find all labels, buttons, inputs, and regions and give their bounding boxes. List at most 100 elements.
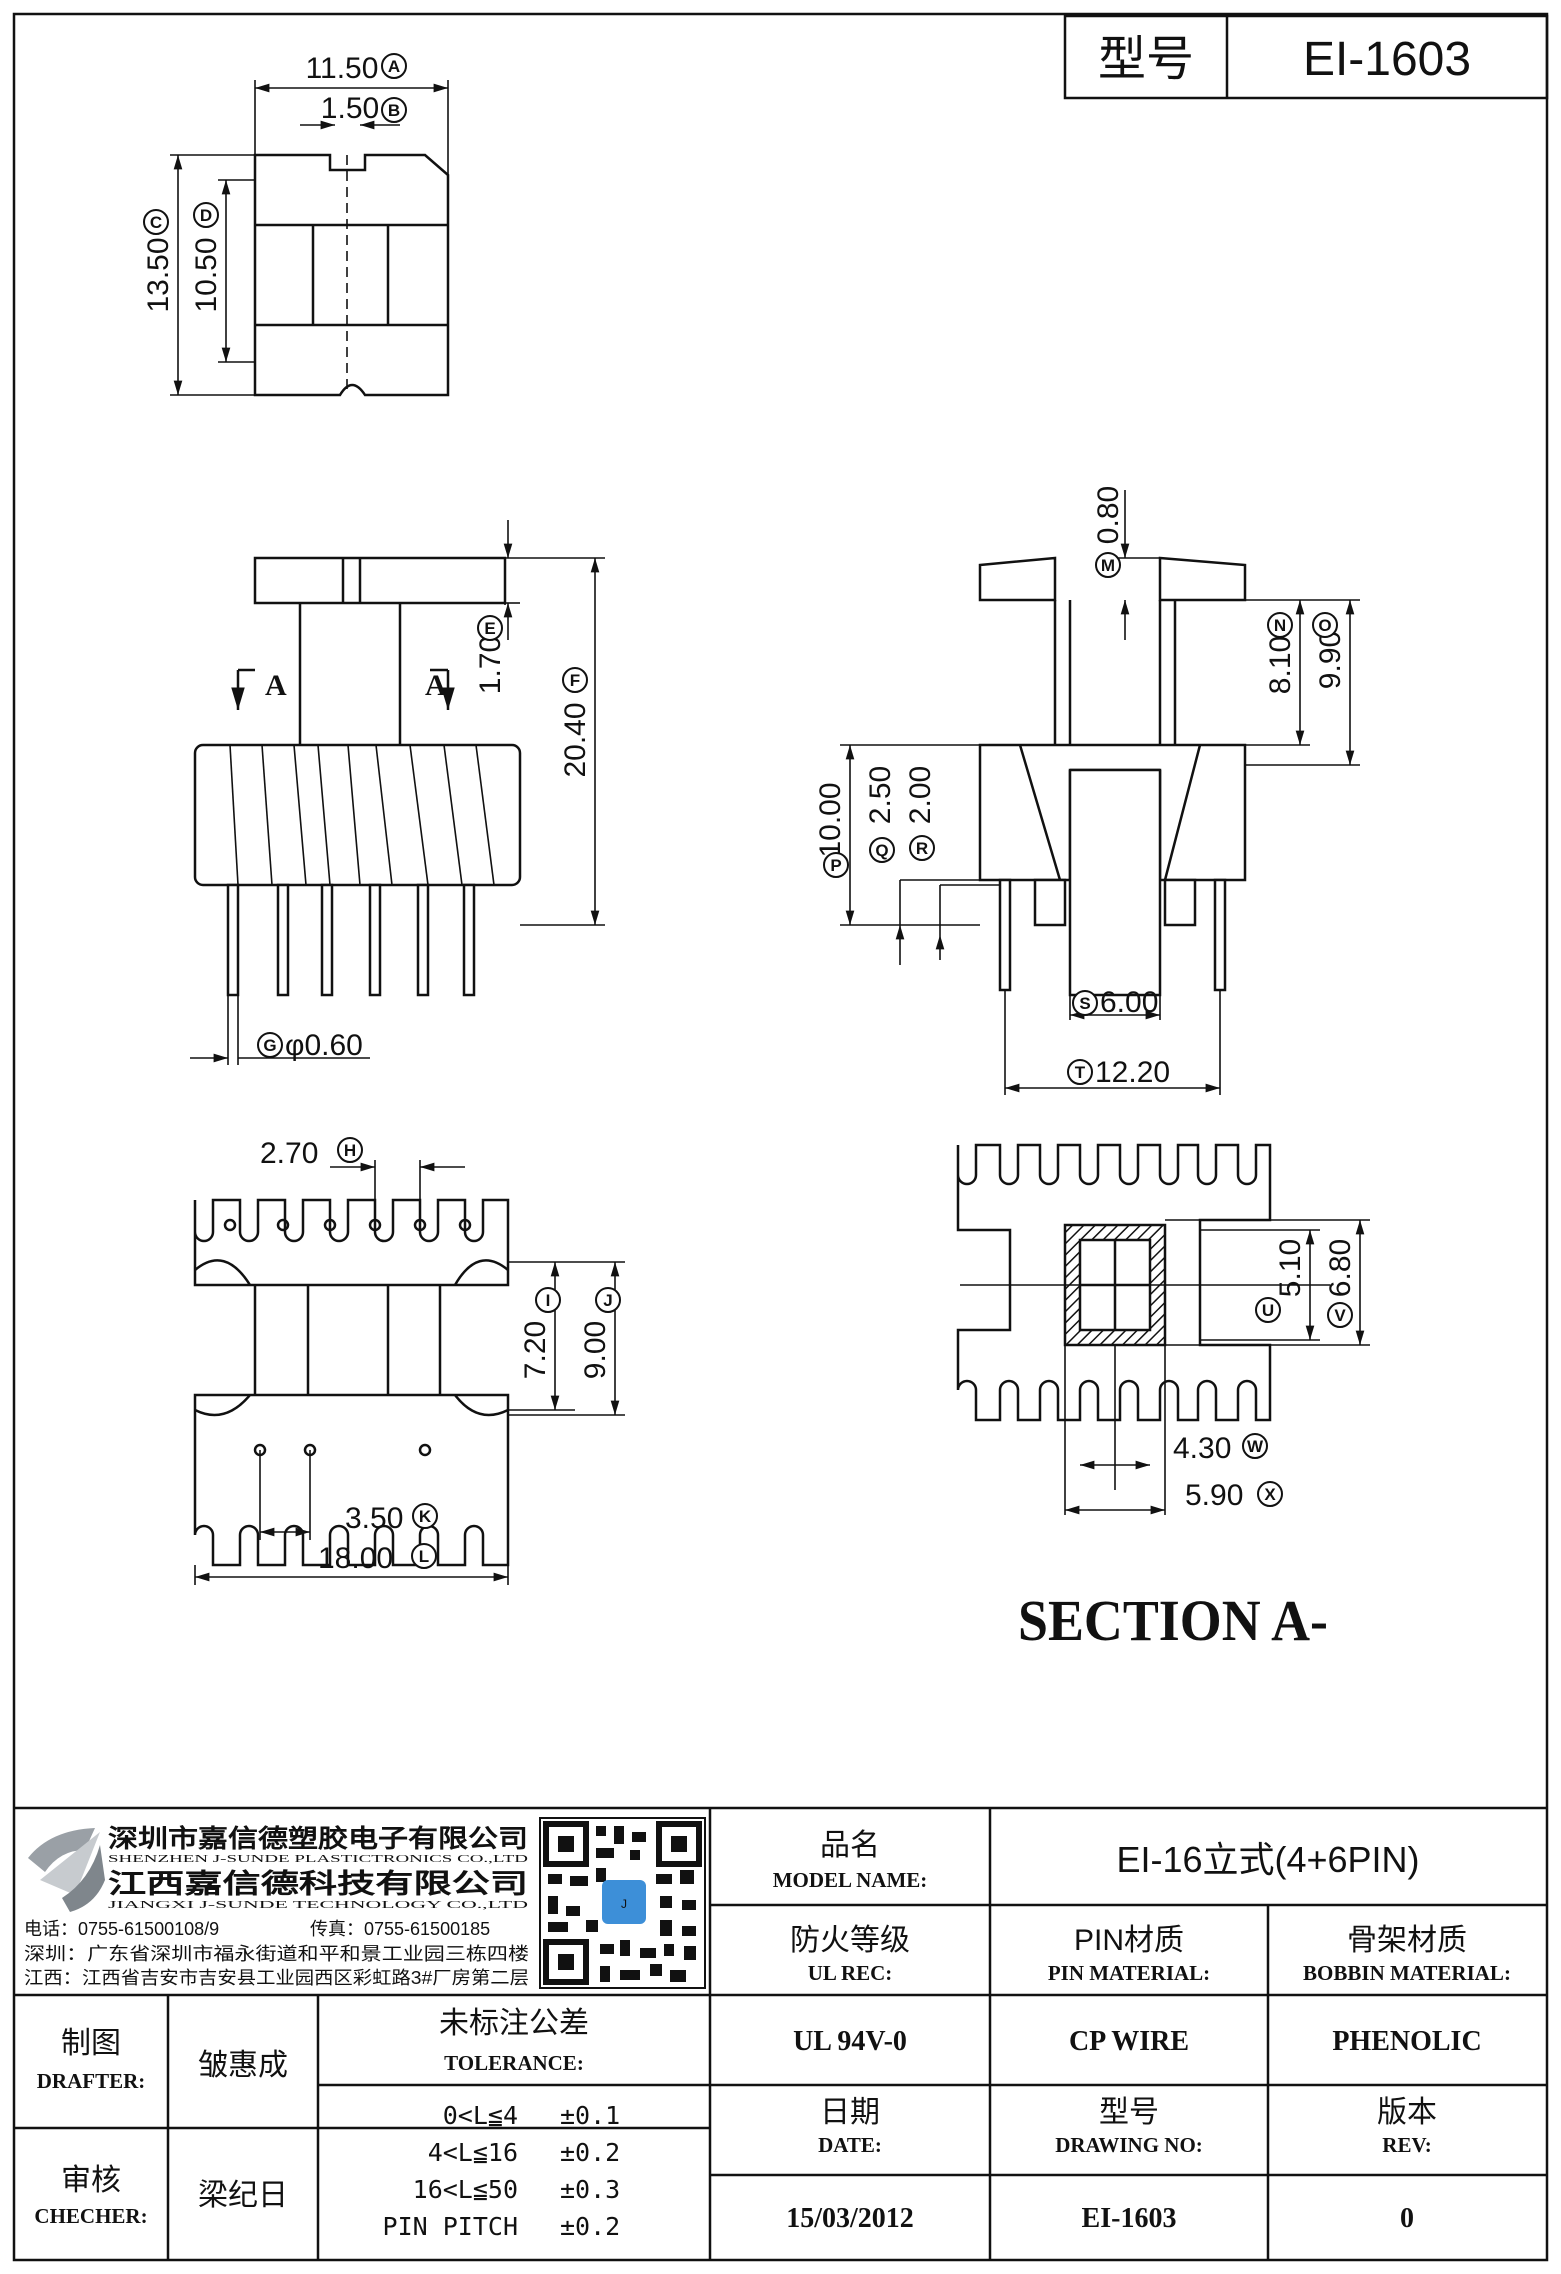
dim-pin-diameter: φ0.60 <box>285 1029 363 1062</box>
front-view: A A 1.70 E 20.40 F G φ0.60 <box>190 520 605 1065</box>
checker-label-en: CHECHER: <box>34 2204 147 2228</box>
drawing-value: EI-1603 <box>1082 2203 1177 2234</box>
marker-a: A <box>388 57 400 76</box>
ul-label-en: UL REC: <box>808 1961 893 1985</box>
dim-side-pin-b: 2.00 <box>904 766 937 824</box>
title-table: 深圳市嘉信德塑胶电子有限公司 SHENZHEN J-SUNDE PLASTICT… <box>14 1806 1547 2260</box>
section-view: 5.10 U 6.80 V 4.30 W 5.90 X SECTION A- <box>956 1143 1370 1653</box>
bobbin-label-en: BOBBIN MATERIAL: <box>1303 1961 1511 1985</box>
pin-label-en: PIN MATERIAL: <box>1048 1961 1210 1985</box>
tolerance-value-4: ±0.2 <box>560 2212 620 2241</box>
dim-top-width: 11.50 <box>306 52 379 85</box>
dim-top-height: 13.50 <box>142 237 175 312</box>
marker-o: O <box>1318 616 1331 635</box>
marker-n: N <box>1274 616 1286 635</box>
bottom-view: 2.70 H 7.20 I 9.00 J 3.50 K 18.00 L <box>193 1137 625 1585</box>
model-name-label-en: MODEL NAME: <box>773 1868 928 1892</box>
tolerance-range-4: PIN PITCH <box>383 2212 518 2241</box>
tolerance-value-3: ±0.3 <box>560 2175 620 2204</box>
drawing-label-en: DRAWING NO: <box>1055 2133 1203 2157</box>
company-fax: 传真：0755-61500185 <box>310 1919 490 1939</box>
tolerance-range-2: 4<L≦16 <box>428 2138 518 2167</box>
marker-v: V <box>1334 1306 1346 1325</box>
drafter-name: 皱惠成 <box>198 2049 288 2082</box>
section-mark-right: A <box>425 669 447 702</box>
checker-name: 梁纪日 <box>198 2179 288 2212</box>
dim-section-inner: 5.10 <box>1274 1239 1307 1297</box>
marker-f: F <box>570 671 580 690</box>
qr-logo-mark: J <box>621 1897 627 1911</box>
drafter-label-cn: 制图 <box>61 2027 121 2060</box>
dim-section-core: 4.30 <box>1173 1432 1231 1465</box>
tolerance-value-1: ±0.1 <box>560 2101 620 2130</box>
marker-p: P <box>830 856 841 875</box>
tolerance-value-2: ±0.2 <box>560 2138 620 2167</box>
dim-top-slot: 1.50 <box>321 92 379 125</box>
marker-g: G <box>263 1036 276 1055</box>
tolerance-label-cn: 未标注公差 <box>439 2007 589 2040</box>
dim-front-flange: 1.70 <box>474 636 507 694</box>
ul-label-cn: 防火等级 <box>790 1924 910 1957</box>
tolerance-range-3: 16<L≦50 <box>413 2175 518 2204</box>
marker-d: D <box>200 206 212 225</box>
dim-bottom-length: 18.00 <box>318 1542 393 1575</box>
title-block: 型号 EI-1603 <box>1063 14 1549 100</box>
company-address-jx: 江西：江西省吉安市吉安县工业园西区彩虹路3#厂房第二层 <box>24 1968 529 1988</box>
pin-label-cn: PIN材质 <box>1074 1924 1184 1957</box>
checker-label-cn: 审核 <box>61 2164 121 2197</box>
model-name-label-cn: 品名 <box>820 1829 880 1862</box>
tolerance-range-1: 0<L≦4 <box>443 2101 518 2130</box>
section-mark-left: A <box>265 669 287 702</box>
marker-i: I <box>546 1291 551 1310</box>
company-logo <box>28 1828 105 1912</box>
marker-h: H <box>344 1141 356 1160</box>
section-title: SECTION A- <box>1018 1588 1328 1653</box>
marker-x: X <box>1264 1485 1276 1504</box>
dim-side-pin-a: 2.50 <box>864 766 897 824</box>
dim-side-total: 9.90 <box>1314 631 1347 689</box>
dim-side-core: 6.00 <box>1100 986 1158 1019</box>
ul-value: UL 94V-0 <box>793 2026 907 2057</box>
date-label-cn: 日期 <box>820 2096 880 2129</box>
date-label-en: DATE: <box>818 2133 882 2157</box>
dim-side-pins: 12.20 <box>1095 1056 1170 1089</box>
marker-s: S <box>1079 994 1090 1013</box>
qr-code: J <box>539 1817 706 1989</box>
marker-l: L <box>419 1547 429 1566</box>
model-label: 型号 <box>1098 33 1194 86</box>
dim-bottom-pitch: 3.50 <box>345 1502 403 1535</box>
marker-b: B <box>388 101 400 120</box>
date-value: 15/03/2012 <box>786 2203 914 2234</box>
side-view: 0.80 M 8.10 N 9.90 O 10.00 P 2.50 Q 2.00… <box>814 486 1360 1095</box>
marker-t: T <box>1075 1063 1086 1082</box>
drawing-label-cn: 型号 <box>1099 2096 1159 2129</box>
dim-front-height: 20.40 <box>559 702 592 777</box>
marker-u: U <box>1262 1301 1274 1320</box>
tolerance-label-en: TOLERANCE: <box>444 2051 584 2075</box>
model-name-value: EI-16立式(4+6PIN) <box>1116 1839 1419 1880</box>
model-value: EI-1603 <box>1303 33 1471 86</box>
bobbin-value: PHENOLIC <box>1332 2026 1481 2057</box>
dim-bottom-outer: 9.00 <box>579 1321 612 1379</box>
dim-side-upper: 8.10 <box>1264 636 1297 694</box>
rev-value: 0 <box>1400 2203 1414 2234</box>
company-phone: 电话：0755-61500108/9 <box>24 1919 219 1939</box>
dim-side-body: 10.00 <box>814 782 847 857</box>
marker-w: W <box>1247 1437 1264 1456</box>
sheet-border <box>12 12 1549 2262</box>
company-name-sz: 深圳市嘉信德塑胶电子有限公司 <box>108 1824 528 1853</box>
company-name-jx: 江西嘉信德科技有限公司 <box>108 1869 528 1899</box>
pin-value: CP WIRE <box>1069 2026 1189 2057</box>
dim-bottom-pitch-top: 2.70 <box>260 1137 318 1170</box>
marker-q: Q <box>875 841 888 860</box>
bobbin-label-cn: 骨架材质 <box>1347 1924 1467 1957</box>
marker-k: K <box>419 1507 432 1526</box>
marker-m: M <box>1101 556 1115 575</box>
dim-bottom-inner: 7.20 <box>519 1321 552 1379</box>
dim-side-flange: 0.80 <box>1092 486 1125 544</box>
dim-top-inner: 10.50 <box>190 237 223 312</box>
rev-label-cn: 版本 <box>1377 2096 1437 2129</box>
company-name-jx-en: JIANGXI J-SUNDE TECHNOLOGY CO.,LTD <box>108 1899 528 1911</box>
dim-section-width: 5.90 <box>1185 1479 1243 1512</box>
